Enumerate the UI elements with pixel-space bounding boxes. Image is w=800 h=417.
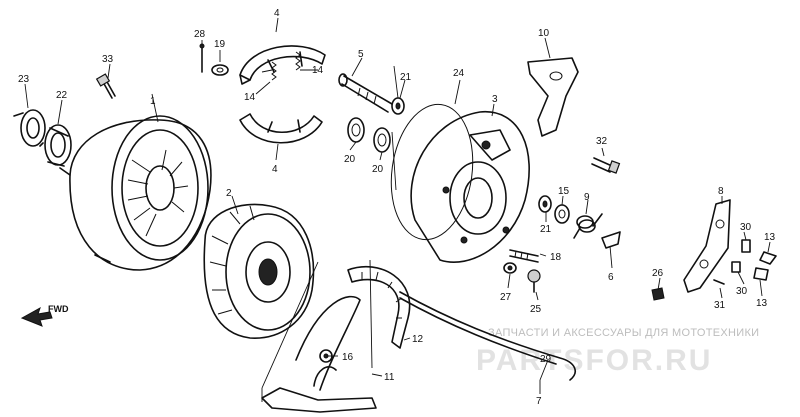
part-11-shoe-assembly bbox=[261, 295, 377, 413]
callout-19: 19 bbox=[214, 39, 226, 50]
part-14-spring-right bbox=[295, 51, 301, 71]
callout-15: 15 bbox=[558, 186, 570, 197]
callout-6: 6 bbox=[608, 272, 614, 283]
part-7-cable bbox=[399, 291, 576, 381]
callout-25: 25 bbox=[530, 304, 542, 315]
part-20-seal-a bbox=[347, 117, 365, 143]
part-15-seal bbox=[554, 204, 570, 224]
part-14-spring-left bbox=[271, 61, 277, 81]
callout-28: 28 bbox=[194, 29, 206, 40]
callout-23: 23 bbox=[18, 74, 30, 85]
part-4-brake-shoe-lower bbox=[239, 113, 323, 144]
part-20-seal-b bbox=[373, 127, 391, 153]
callout-24: 24 bbox=[453, 68, 465, 79]
fwd-arrow-icon bbox=[20, 306, 53, 327]
callout-14-left: 14 bbox=[244, 92, 256, 103]
part-30-bolt-a bbox=[741, 239, 751, 253]
part-18-bolt bbox=[509, 249, 539, 263]
callout-7: 7 bbox=[536, 396, 542, 407]
part-22-bearing bbox=[44, 124, 72, 167]
part-6-lever bbox=[601, 231, 621, 249]
part-2-brake-drum bbox=[203, 203, 315, 339]
callout-12: 12 bbox=[412, 334, 424, 345]
callout-11: 11 bbox=[384, 372, 395, 383]
part-13-wing-nut-b bbox=[753, 267, 769, 281]
callout-29: 29 bbox=[540, 354, 552, 365]
callout-9: 9 bbox=[584, 192, 590, 203]
callout-30-bottom: 30 bbox=[736, 286, 748, 297]
callout-31: 31 bbox=[714, 300, 726, 311]
watermark-tagline: ЗАПЧАСТИ И АКСЕССУАРЫ ДЛЯ МОТОТЕХНИКИ bbox=[488, 327, 759, 339]
part-27-nut bbox=[503, 262, 517, 274]
part-33-bolt bbox=[95, 73, 116, 99]
part-13-wing-nut-a bbox=[759, 251, 777, 265]
part-8-arm bbox=[683, 199, 731, 293]
callout-30-top: 30 bbox=[740, 222, 752, 233]
callout-5: 5 bbox=[358, 49, 364, 60]
callout-4-bottom: 4 bbox=[272, 164, 278, 175]
callout-27: 27 bbox=[500, 292, 512, 303]
callout-33: 33 bbox=[102, 54, 114, 65]
callout-8: 8 bbox=[718, 186, 724, 197]
part-24-o-ring bbox=[390, 103, 474, 241]
part-31-bolt bbox=[713, 279, 725, 285]
callout-4-top: 4 bbox=[274, 8, 280, 19]
fwd-indicator: FWD bbox=[20, 304, 69, 327]
part-10-bracket bbox=[527, 57, 579, 137]
leader-lines bbox=[24, 17, 771, 394]
callout-13-top: 13 bbox=[764, 232, 776, 243]
part-5-camshaft bbox=[338, 73, 393, 113]
callout-20-right: 20 bbox=[372, 164, 384, 175]
callout-13-bottom: 13 bbox=[756, 298, 768, 309]
callout-20-left: 20 bbox=[344, 154, 356, 165]
part-21-washer-lower bbox=[538, 195, 552, 213]
callout-16: 16 bbox=[342, 352, 354, 363]
part-4-brake-shoe-upper bbox=[239, 45, 326, 85]
part-32-bolt bbox=[591, 157, 621, 174]
part-21-washer-upper bbox=[391, 97, 405, 115]
callout-14-right: 14 bbox=[312, 65, 324, 76]
part-23-cap bbox=[13, 109, 46, 147]
part-25-bolt bbox=[527, 269, 541, 293]
part-3-brake-panel bbox=[410, 111, 530, 263]
callout-32: 32 bbox=[596, 136, 608, 147]
callout-1: 1 bbox=[150, 96, 156, 107]
callout-3: 3 bbox=[492, 94, 498, 105]
callout-10: 10 bbox=[538, 28, 550, 39]
bracket-11-group bbox=[261, 259, 373, 402]
fwd-label: FWD bbox=[48, 304, 69, 314]
callout-labels: 23 22 33 1 2 28 19 4 14 14 4 5 21 24 3 1… bbox=[18, 8, 776, 407]
callout-2: 2 bbox=[226, 188, 232, 199]
part-30-bolt-b bbox=[731, 261, 741, 273]
part-1-housing bbox=[59, 115, 212, 271]
part-19-washer bbox=[211, 64, 229, 76]
callout-26: 26 bbox=[652, 268, 664, 279]
callout-18: 18 bbox=[550, 252, 562, 263]
part-9-return-spring bbox=[573, 213, 603, 239]
callout-22: 22 bbox=[56, 90, 68, 101]
callout-21-bottom: 21 bbox=[540, 224, 552, 235]
callout-21-top: 21 bbox=[400, 72, 412, 83]
part-12-band bbox=[347, 265, 411, 349]
part-28-pin bbox=[199, 43, 205, 73]
